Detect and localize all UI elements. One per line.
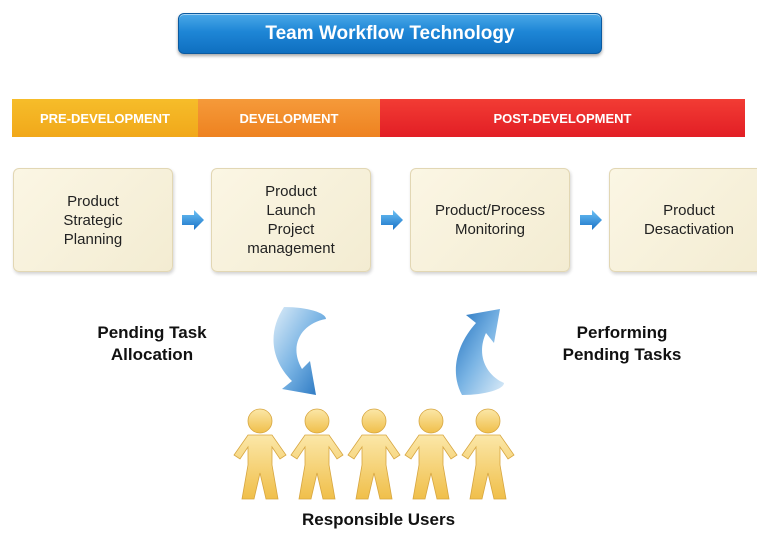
step-desactivation: Product Desactivation bbox=[609, 168, 757, 272]
phase-label: DEVELOPMENT bbox=[239, 110, 339, 126]
step-label: Product Strategic Planning bbox=[63, 192, 123, 248]
step-strategic-planning: Product Strategic Planning bbox=[13, 168, 173, 272]
step-label: Product Launch Project management bbox=[247, 183, 335, 257]
phase-pre-development: PRE-DEVELOPMENT bbox=[12, 99, 198, 137]
right-arrow-icon bbox=[182, 210, 204, 230]
phase-label: POST-DEVELOPMENT bbox=[493, 110, 632, 126]
curved-up-arrow-icon bbox=[455, 309, 504, 395]
responsible-users-label: Responsible Users bbox=[301, 510, 456, 529]
performing-tasks-label: Performing Pending Tasks bbox=[562, 323, 682, 364]
phase-development: DEVELOPMENT bbox=[198, 99, 380, 137]
right-arrow-icon bbox=[381, 210, 403, 230]
phase-label: PRE-DEVELOPMENT bbox=[39, 110, 170, 126]
title-text: Team Workflow Technology bbox=[265, 22, 515, 44]
right-arrow-icon bbox=[580, 210, 602, 230]
step-process-monitoring: Product/Process Monitoring bbox=[410, 168, 570, 272]
people-chain-icon bbox=[233, 408, 515, 500]
step-launch-project-management: Product Launch Project management bbox=[211, 168, 371, 272]
pending-allocation-label: Pending Task Allocation bbox=[97, 323, 207, 364]
title-banner: Team Workflow Technology bbox=[178, 13, 602, 54]
step-label: Product/Process Monitoring bbox=[434, 202, 546, 238]
phase-post-development: POST-DEVELOPMENT bbox=[380, 99, 745, 137]
curved-down-arrow-icon bbox=[273, 307, 326, 395]
step-label: Product Desactivation bbox=[643, 202, 735, 238]
